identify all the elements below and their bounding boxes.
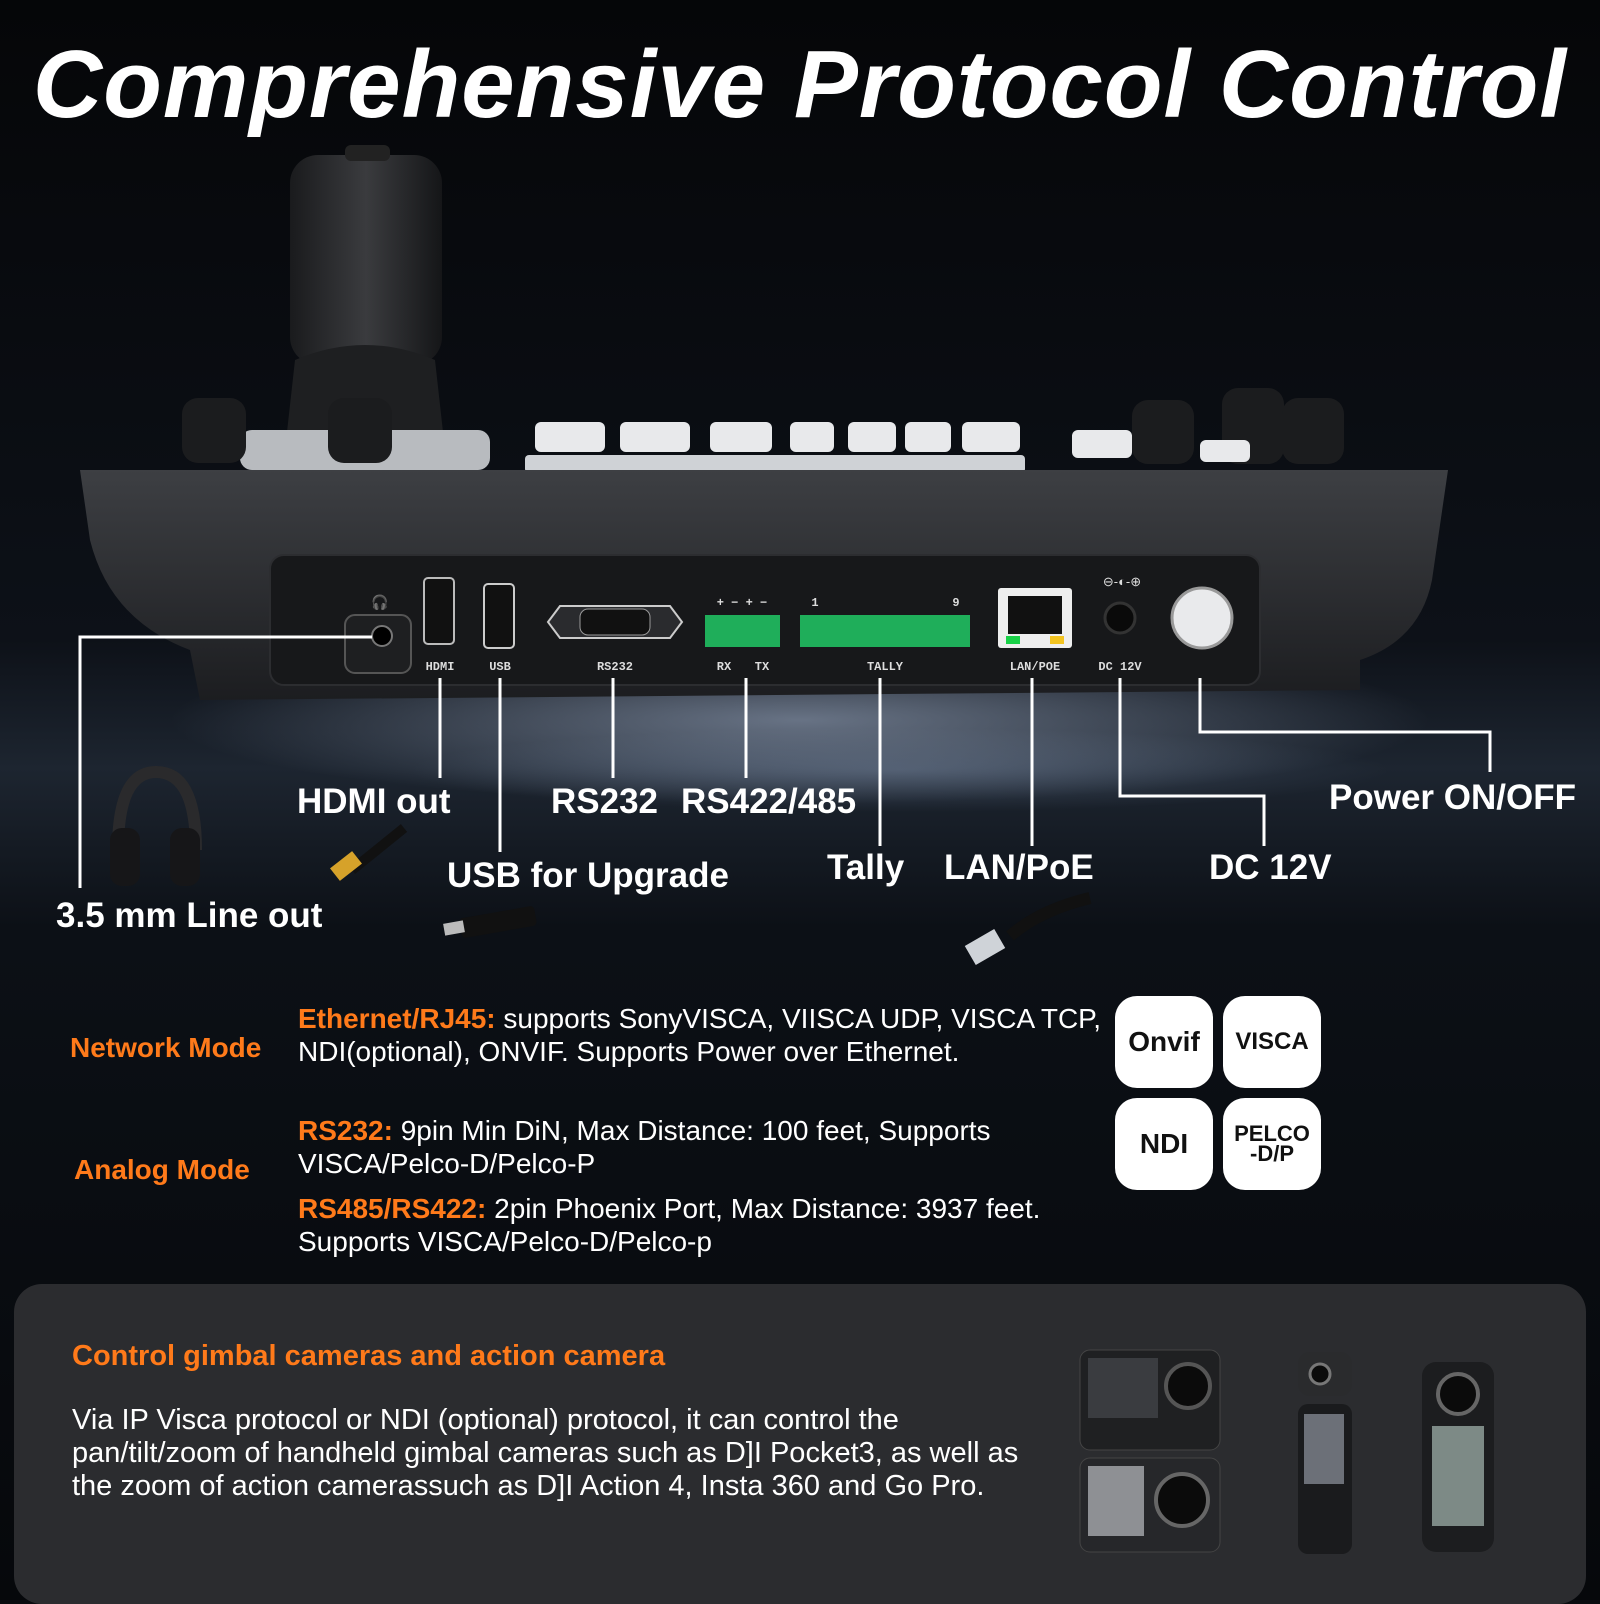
rotary-knob-right-1[interactable] — [1132, 400, 1194, 464]
label-hdmi: HDMI out — [297, 782, 451, 821]
callout-lines — [78, 635, 1492, 888]
camera-images — [1079, 1349, 1494, 1554]
usb-port[interactable] — [483, 583, 515, 649]
svg-text:⊖-◐-⊕: ⊖-◐-⊕ — [1103, 574, 1141, 589]
spec-rs485-key: RS485/RS422: — [298, 1193, 487, 1224]
panel-description: Via IP Visca protocol or NDI (optional) … — [72, 1404, 1019, 1502]
rs232-port[interactable] — [546, 605, 684, 639]
silk-plus-minus: + − + − — [717, 596, 767, 610]
dc-jack[interactable]: ⊖-◐-⊕ — [1103, 574, 1141, 635]
silk-tx: TX — [755, 660, 770, 674]
label-dc: DC 12V — [1209, 848, 1332, 887]
silk-lan: LAN/POE — [1010, 660, 1060, 674]
label-rs422: RS422/485 — [681, 782, 857, 821]
analog-mode-label: Analog Mode — [74, 1154, 250, 1185]
spec-ethernet: Ethernet/RJ45: supports SonyVISCA, VIISC… — [298, 1002, 1128, 1068]
label-lan: LAN/PoE — [944, 848, 1094, 887]
badge-visca: VISCA — [1223, 996, 1321, 1088]
silk-usb: USB — [489, 660, 511, 674]
spec-rs485: RS485/RS422: 2pin Phoenix Port, Max Dist… — [298, 1192, 1138, 1258]
action-camera-icon — [1079, 1457, 1221, 1553]
tally-terminal[interactable] — [800, 615, 970, 647]
label-tally: Tally — [827, 848, 905, 887]
ethernet-cable-icon — [964, 892, 1092, 966]
spec-rs232: RS232: 9pin Min DiN, Max Distance: 100 f… — [298, 1114, 1128, 1180]
silk-rs232: RS232 — [597, 660, 633, 674]
rotary-knob-left-2[interactable] — [328, 398, 392, 463]
hdmi-cable-icon — [330, 824, 408, 881]
badge-ndi: NDI — [1115, 1098, 1213, 1190]
lan-port[interactable] — [998, 588, 1072, 648]
silk-rx: RX — [717, 660, 732, 674]
silk-pin9: 9 — [952, 596, 959, 610]
spec-ethernet-key: Ethernet/RJ45: — [298, 1003, 496, 1034]
hdmi-port[interactable] — [423, 577, 455, 645]
spec-rs232-key: RS232: — [298, 1115, 393, 1146]
label-rs232: RS232 — [551, 782, 659, 821]
panel-title: Control gimbal cameras and action camera — [72, 1340, 666, 1372]
page-title: Comprehensive Protocol Control — [32, 31, 1568, 138]
usb-stick-icon — [443, 906, 537, 938]
label-power: Power ON/OFF — [1329, 778, 1576, 817]
silk-tally: TALLY — [867, 660, 904, 674]
silk-pin1: 1 — [811, 596, 818, 610]
badge-onvif: Onvif — [1115, 996, 1213, 1088]
silk-dc: DC 12V — [1098, 660, 1142, 674]
spec-rs485-text: 2pin Phoenix Port, Max Distance: 3937 fe… — [298, 1193, 1041, 1257]
silk-hdmi: HDMI — [426, 660, 455, 674]
spec-ethernet-text: supports SonyVISCA, VIISCA UDP, VISCA TC… — [298, 1003, 1102, 1067]
rotary-knob-left-1[interactable] — [182, 398, 246, 463]
label-line-out: 3.5 mm Line out — [56, 896, 323, 935]
insta360-camera-icon — [1422, 1362, 1494, 1552]
power-button[interactable] — [1170, 586, 1234, 650]
label-usb: USB for Upgrade — [447, 856, 729, 895]
spec-rs232-text: 9pin Min DiN, Max Distance: 100 feet, Su… — [298, 1115, 991, 1179]
badge-pelco: PELCO -D/P — [1223, 1098, 1321, 1190]
network-mode-label: Network Mode — [70, 1032, 262, 1063]
rotary-knob-right-3[interactable] — [1282, 398, 1344, 464]
pocket-gimbal-icon — [1298, 1352, 1352, 1554]
svg-text:🎧: 🎧 — [371, 594, 388, 611]
gopro-camera-icon — [1079, 1349, 1221, 1451]
headphones-icon — [110, 765, 202, 886]
key-row[interactable] — [535, 422, 1250, 462]
ptz-controller-illustration: 🎧 ⊖-◐-⊕ HDMI USB RS232 RX TX TALLY LAN/P… — [78, 145, 1492, 966]
rs422-terminal[interactable] — [705, 615, 780, 647]
